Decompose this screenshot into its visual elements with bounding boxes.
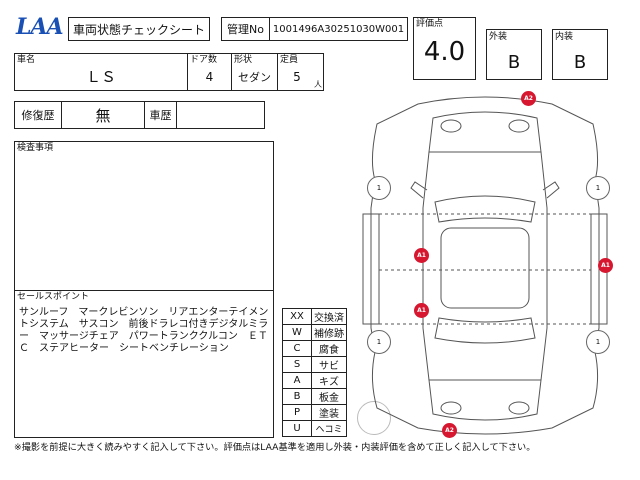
score-value: 4.0 xyxy=(423,37,466,67)
body-shape-box: 形状 セダン xyxy=(231,53,278,91)
doors-value: 4 xyxy=(205,70,214,84)
car-diagram xyxy=(362,96,608,435)
legend-code: S xyxy=(282,356,312,373)
sheet-title: 車両状態チェックシート xyxy=(68,17,210,41)
score-box: 評価点 4.0 xyxy=(413,17,476,80)
capacity-value: 5 xyxy=(293,70,301,84)
exterior-box: 外装 B xyxy=(486,29,542,80)
repair-history-label: 修復歴 xyxy=(14,101,62,129)
footer-note: ※撮影を前提に大きく読みやすく記入して下さい。評価点はLAA基準を適用し外装・内… xyxy=(14,442,536,453)
legend-meaning: 交換済 xyxy=(311,308,347,325)
windshield xyxy=(434,195,536,223)
repair-history-value: 無 xyxy=(61,101,145,129)
tire-front-left: 1 xyxy=(367,176,391,200)
hood-outline xyxy=(428,111,542,153)
interior-value: B xyxy=(573,51,587,73)
legend-meaning: サビ xyxy=(311,356,347,373)
legend-code: C xyxy=(282,340,312,357)
damage-marker: A1 xyxy=(414,303,429,318)
legend-code: W xyxy=(282,324,312,341)
exterior-label: 外装 xyxy=(489,32,508,42)
cabin-outline xyxy=(422,151,548,381)
exterior-value: B xyxy=(507,51,521,73)
car-name-label: 車名 xyxy=(17,55,36,65)
capacity-box: 定員 5 人 xyxy=(277,53,324,91)
selling-points-box: セールスポイント サンルーフ マークレビンソン リアエンターテイメントシステム … xyxy=(14,290,274,438)
left-mirror xyxy=(410,181,428,199)
interior-box: 内装 B xyxy=(552,29,608,80)
damage-marker: A1 xyxy=(414,248,429,263)
trunk-outline xyxy=(428,379,542,421)
inspection-box: 検査事項 xyxy=(14,141,274,291)
legend-meaning: 補修跡 xyxy=(311,324,347,341)
tail-light xyxy=(440,401,462,415)
body-shape-value: セダン xyxy=(238,71,271,84)
legend-code: P xyxy=(282,404,312,421)
legend-code: U xyxy=(282,420,312,437)
inspection-label: 検査事項 xyxy=(17,143,54,153)
stamp-circle xyxy=(357,401,391,435)
laa-logo: LAA xyxy=(16,14,64,40)
roof xyxy=(440,227,530,309)
body-outline xyxy=(370,96,600,435)
selling-points-label: セールスポイント xyxy=(17,292,90,302)
rear-window xyxy=(434,317,536,344)
legend-meaning: 腐食 xyxy=(311,340,347,357)
headlight xyxy=(508,119,530,133)
legend-meaning: 塗装 xyxy=(311,404,347,421)
right-mirror xyxy=(542,181,560,199)
vehicle-history-label: 車歴 xyxy=(144,101,177,129)
management-number-value: 1001496A30251030W001 xyxy=(269,17,408,41)
legend-code: XX xyxy=(282,308,312,325)
tire-rear-right: 1 xyxy=(586,330,610,354)
capacity-unit: 人 xyxy=(314,80,322,89)
legend-code: A xyxy=(282,372,312,389)
vehicle-history-value xyxy=(176,101,265,129)
damage-marker: A1 xyxy=(598,258,613,273)
left-side-panel xyxy=(362,213,380,325)
doors-label: ドア数 xyxy=(190,55,218,65)
car-name-box: 車名 ＬＳ xyxy=(14,53,188,91)
management-number-label: 管理No xyxy=(221,17,270,41)
selling-points-text: サンルーフ マークレビンソン リアエンターテイメントシステム サスコン 前後ドラ… xyxy=(19,307,269,354)
damage-marker: A2 xyxy=(442,423,457,438)
legend-meaning: 板金 xyxy=(311,388,347,405)
tail-light xyxy=(508,401,530,415)
capacity-label: 定員 xyxy=(280,55,299,65)
legend-meaning: ヘコミ xyxy=(311,420,347,437)
tire-front-right: 1 xyxy=(586,176,610,200)
legend-code: B xyxy=(282,388,312,405)
car-name-value: ＬＳ xyxy=(85,67,116,86)
doors-box: ドア数 4 xyxy=(187,53,232,91)
tire-rear-left: 1 xyxy=(367,330,391,354)
legend-meaning: キズ xyxy=(311,372,347,389)
headlight xyxy=(440,119,462,133)
damage-marker: A2 xyxy=(521,91,536,106)
score-label: 評価点 xyxy=(416,19,444,29)
body-shape-label: 形状 xyxy=(234,55,253,65)
interior-label: 内装 xyxy=(555,32,574,42)
